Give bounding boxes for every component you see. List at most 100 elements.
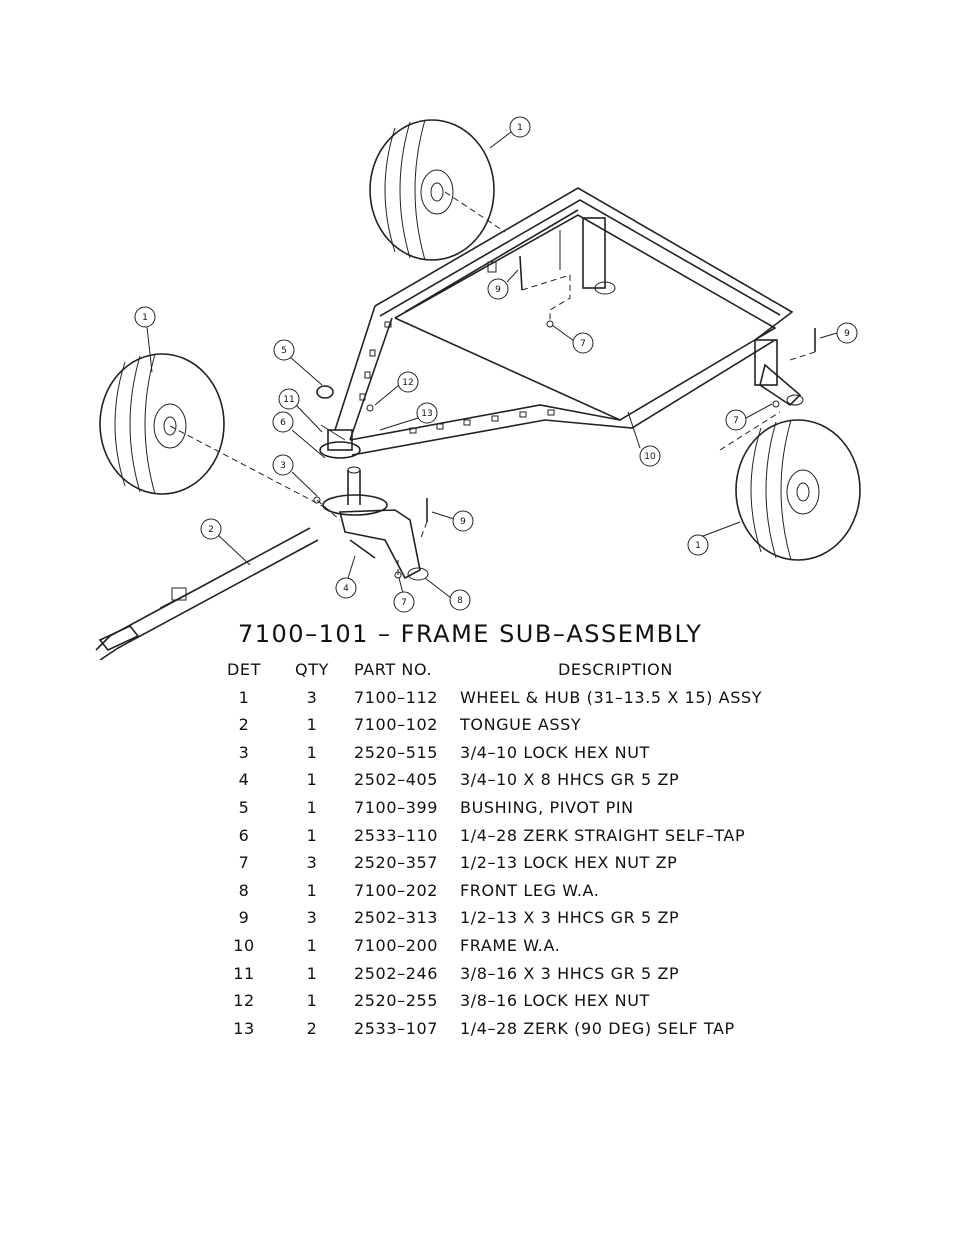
callout-balloons: 1 1 1 2 3 4 5 6 7 7 7 8 9 9 9 10 11 12 1…	[134, 116, 858, 613]
assembly-guide-lines	[169, 191, 816, 575]
cell-det: 7	[238, 853, 250, 873]
cell-part: 2502–313	[354, 908, 439, 928]
svg-text:11: 11	[283, 395, 294, 405]
cell-desc: 1/2–13 LOCK HEX NUT ZP	[460, 853, 678, 873]
header-part-no: PART NO.	[354, 660, 433, 679]
table-row: 3 1 2520–515 3/4–10 LOCK HEX NUT	[222, 739, 842, 767]
cell-desc: 3/4–10 LOCK HEX NUT	[460, 742, 650, 762]
callout-13: 13	[416, 402, 438, 424]
cell-part: 2502–246	[354, 963, 439, 983]
svg-text:8: 8	[457, 596, 463, 606]
cell-det: 9	[238, 908, 250, 928]
svg-text:1: 1	[517, 123, 523, 133]
tongue	[95, 527, 319, 660]
callout-2: 2	[200, 518, 222, 540]
cell-qty: 2	[306, 1018, 318, 1038]
cell-part: 2533–107	[354, 1018, 439, 1038]
cell-desc: FRONT LEG W.A.	[460, 880, 600, 900]
svg-text:1: 1	[695, 541, 701, 551]
cell-det: 8	[238, 880, 250, 900]
cell-qty: 1	[306, 770, 318, 790]
cell-desc: WHEEL & HUB (31–13.5 X 15) ASSY	[460, 687, 763, 707]
assembly-title: 7100–101 – FRAME SUB–ASSEMBLY	[238, 620, 703, 648]
cell-qty: 1	[306, 880, 318, 900]
svg-text:6: 6	[280, 418, 286, 428]
cell-det: 1	[238, 687, 250, 707]
callout-1-right: 1	[687, 534, 709, 556]
frame-weldment	[319, 187, 804, 459]
cell-part: 2520–357	[354, 853, 439, 873]
callout-7-frame: 7	[572, 332, 594, 354]
cell-det: 13	[233, 1018, 255, 1038]
callout-10: 10	[639, 445, 661, 467]
wheel-right	[735, 419, 861, 561]
callout-1-top: 1	[509, 116, 531, 138]
table-row: 12 1 2520–255 3/8–16 LOCK HEX NUT	[222, 987, 842, 1015]
cell-qty: 3	[306, 853, 318, 873]
svg-text:13: 13	[421, 409, 432, 419]
svg-text:5: 5	[281, 346, 287, 356]
cell-desc: 1/4–28 ZERK (90 DEG) SELF TAP	[460, 1018, 735, 1038]
cell-part: 7100–112	[354, 687, 439, 707]
cell-part: 2520–515	[354, 742, 439, 762]
svg-text:7: 7	[733, 416, 739, 426]
cell-qty: 1	[306, 991, 318, 1011]
cell-qty: 3	[306, 908, 318, 928]
cell-det: 3	[238, 742, 250, 762]
cell-det: 12	[233, 991, 255, 1011]
cell-qty: 1	[306, 825, 318, 845]
callout-8: 8	[449, 589, 471, 611]
callout-9-leg: 9	[452, 510, 474, 532]
cell-part: 2533–110	[354, 825, 439, 845]
exploded-assembly-drawing: 1 1 1 2 3 4 5 6 7 7 7 8 9 9 9 10 11 12 1…	[95, 116, 861, 660]
cell-part: 7100–200	[354, 935, 439, 955]
cell-part: 2520–255	[354, 991, 439, 1011]
cell-qty: 1	[306, 742, 318, 762]
cell-part: 7100–202	[354, 880, 439, 900]
cell-qty: 3	[306, 687, 318, 707]
header-det: DET	[226, 660, 261, 679]
hardware	[313, 255, 816, 579]
cell-desc: FRAME W.A.	[460, 935, 561, 955]
callout-7-right: 7	[725, 409, 747, 431]
header-description: DESCRIPTION	[558, 660, 673, 679]
wheel-top	[369, 119, 495, 261]
cell-part: 2502–405	[354, 770, 439, 790]
cell-qty: 1	[306, 935, 318, 955]
wheel-left	[99, 353, 225, 495]
callout-12: 12	[397, 371, 419, 393]
cell-desc: 3/4–10 X 8 HHCS GR 5 ZP	[460, 770, 680, 790]
svg-text:9: 9	[844, 329, 850, 339]
callout-6: 6	[272, 411, 294, 433]
svg-text:4: 4	[343, 584, 349, 594]
cell-det: 5	[238, 797, 250, 817]
cell-det: 4	[238, 770, 250, 790]
parts-list-header: DET QTY PART NO. DESCRIPTION	[222, 656, 842, 684]
table-row: 1 3 7100–112 WHEEL & HUB (31–13.5 X 15) ASS…	[222, 684, 842, 712]
callout-7-leg: 7	[393, 591, 415, 613]
cell-qty: 1	[306, 715, 318, 735]
cell-det: 6	[238, 825, 250, 845]
table-row: 8 1 7100–202 FRONT LEG W.A.	[222, 877, 842, 905]
cell-part: 7100–102	[354, 715, 439, 735]
table-row: 9 3 2502–313 1/2–13 X 3 HHCS GR 5 ZP	[222, 904, 842, 932]
cell-qty: 1	[306, 797, 318, 817]
callout-4: 4	[335, 577, 357, 599]
callout-9-frame: 9	[487, 278, 509, 300]
svg-text:10: 10	[644, 452, 656, 462]
callout-5: 5	[273, 339, 295, 361]
svg-text:9: 9	[495, 285, 501, 295]
cell-det: 2	[238, 715, 250, 735]
svg-text:7: 7	[580, 339, 586, 349]
cell-desc: TONGUE ASSY	[460, 715, 582, 735]
front-leg	[316, 385, 429, 581]
cell-desc: 1/2–13 X 3 HHCS GR 5 ZP	[460, 908, 680, 928]
cell-part: 7100–399	[354, 797, 439, 817]
svg-text:12: 12	[402, 378, 413, 388]
cell-desc: 3/8–16 LOCK HEX NUT	[460, 991, 650, 1011]
svg-text:3: 3	[280, 461, 286, 471]
